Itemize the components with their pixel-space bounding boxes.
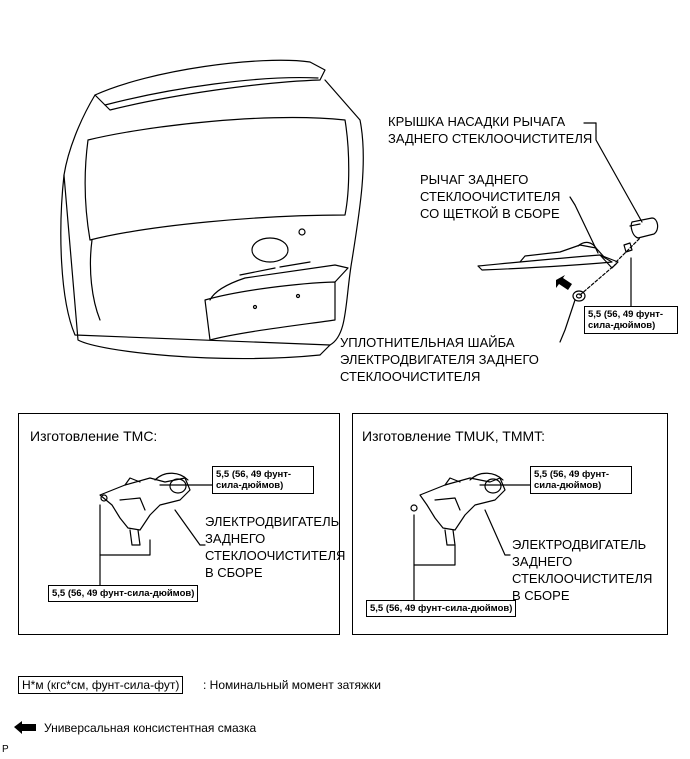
washer-label: УПЛОТНИТЕЛЬНАЯ ШАЙБА ЭЛЕКТРОДВИГАТЕЛЯ ЗА…: [340, 334, 539, 385]
panel-tmuk-torque-top: 5,5 (56, 49 фунт- сила-дюймов): [530, 466, 632, 494]
panel-tmuk-torque-top-line2: сила-дюймов): [534, 480, 602, 491]
motor-washer-art: [572, 290, 586, 302]
panel-tmuk-torque-bottom: 5,5 (56, 49 фунт-сила-дюймов): [366, 600, 517, 617]
torque-box-top: 5,5 (56, 49 фунт- сила-дюймов): [584, 306, 678, 334]
cap-label-line2: ЗАДНЕГО СТЕКЛООЧИСТИТЕЛЯ: [388, 131, 593, 146]
panel-tmc: [18, 413, 340, 635]
panel-tmc-torque-top-line2: сила-дюймов): [216, 480, 284, 491]
wiper-arm-art: [477, 237, 641, 296]
arm-cap-label: КРЫШКА НАСАДКИ РЫЧАГА ЗАДНЕГО СТЕКЛООЧИС…: [388, 113, 592, 147]
torque-unit-box: Н*м (кгс*см, фунт-сила-фут): [18, 676, 184, 694]
panel-tmc-torque-bottom: 5,5 (56, 49 фунт-сила-дюймов): [48, 585, 199, 602]
arm-label-line3: СО ЩЕТКОЙ В СБОРЕ: [420, 206, 560, 221]
arm-label-line1: РЫЧАГ ЗАДНЕГО: [420, 172, 529, 187]
back-door-outline: [60, 59, 364, 360]
panel-tmuk-motor-line3: СТЕКЛООЧИСТИТЕЛЯ: [512, 571, 653, 586]
panel-tmc-torque-top-line1: 5,5 (56, 49 фунт-: [216, 469, 292, 480]
grease-arrow-top: [556, 275, 572, 290]
motor-tmc-art: [99, 472, 191, 546]
panel-tmc-torque-top: 5,5 (56, 49 фунт- сила-дюймов): [212, 466, 314, 494]
panel-tmc-motor-line2: ЗАДНЕГО: [205, 531, 266, 546]
torque-unit-description: : Номинальный момент затяжки: [203, 678, 381, 692]
panel-tmuk-torque-top-line1: 5,5 (56, 49 фунт-: [534, 469, 610, 480]
panel-tmc-motor-line4: В СБОРЕ: [205, 565, 263, 580]
grease-arrow-legend: [14, 721, 36, 734]
torque-top-line1: 5,5 (56, 49 фунт-: [588, 309, 664, 320]
washer-label-line1: УПЛОТНИТЕЛЬНАЯ ШАЙБА: [340, 335, 515, 350]
cap-label-line1: КРЫШКА НАСАДКИ РЫЧАГА: [388, 114, 566, 129]
panel-tmuk-title: Изготовление TMUK, TMMT:: [362, 428, 546, 444]
wiper-arm-cap-art: [623, 217, 659, 253]
washer-label-line3: СТЕКЛООЧИСТИТЕЛЯ: [340, 369, 481, 384]
grease-legend-text: Универсальная консистентная смазка: [44, 721, 257, 735]
torque-top-line2: сила-дюймов): [588, 320, 656, 331]
panel-tmuk: [352, 413, 668, 635]
washer-label-line2: ЭЛЕКТРОДВИГАТЕЛЯ ЗАДНЕГО: [340, 352, 539, 367]
motor-tmuk-art: [410, 472, 506, 546]
page-mark: P: [2, 744, 9, 755]
arm-label-line2: СТЕКЛООЧИСТИТЕЛЯ: [420, 189, 561, 204]
wiper-arm-label: РЫЧАГ ЗАДНЕГО СТЕКЛООЧИСТИТЕЛЯ СО ЩЕТКОЙ…: [420, 171, 560, 222]
panel-tmc-title: Изготовление TMC:: [30, 428, 158, 444]
panel-tmuk-motor-label: ЭЛЕКТРОДВИГАТЕЛЬ ЗАДНЕГО СТЕКЛООЧИСТИТЕЛ…: [512, 536, 652, 604]
panel-tmc-motor-line1: ЭЛЕКТРОДВИГАТЕЛЬ: [205, 514, 340, 529]
panel-tmuk-motor-line4: В СБОРЕ: [512, 588, 570, 603]
panel-tmuk-motor-line2: ЗАДНЕГО: [512, 554, 573, 569]
panel-tmuk-motor-line1: ЭЛЕКТРОДВИГАТЕЛЬ: [512, 537, 647, 552]
panel-tmc-motor-line3: СТЕКЛООЧИСТИТЕЛЯ: [205, 548, 346, 563]
panel-tmc-motor-label: ЭЛЕКТРОДВИГАТЕЛЬ ЗАДНЕГО СТЕКЛООЧИСТИТЕЛ…: [205, 513, 345, 581]
